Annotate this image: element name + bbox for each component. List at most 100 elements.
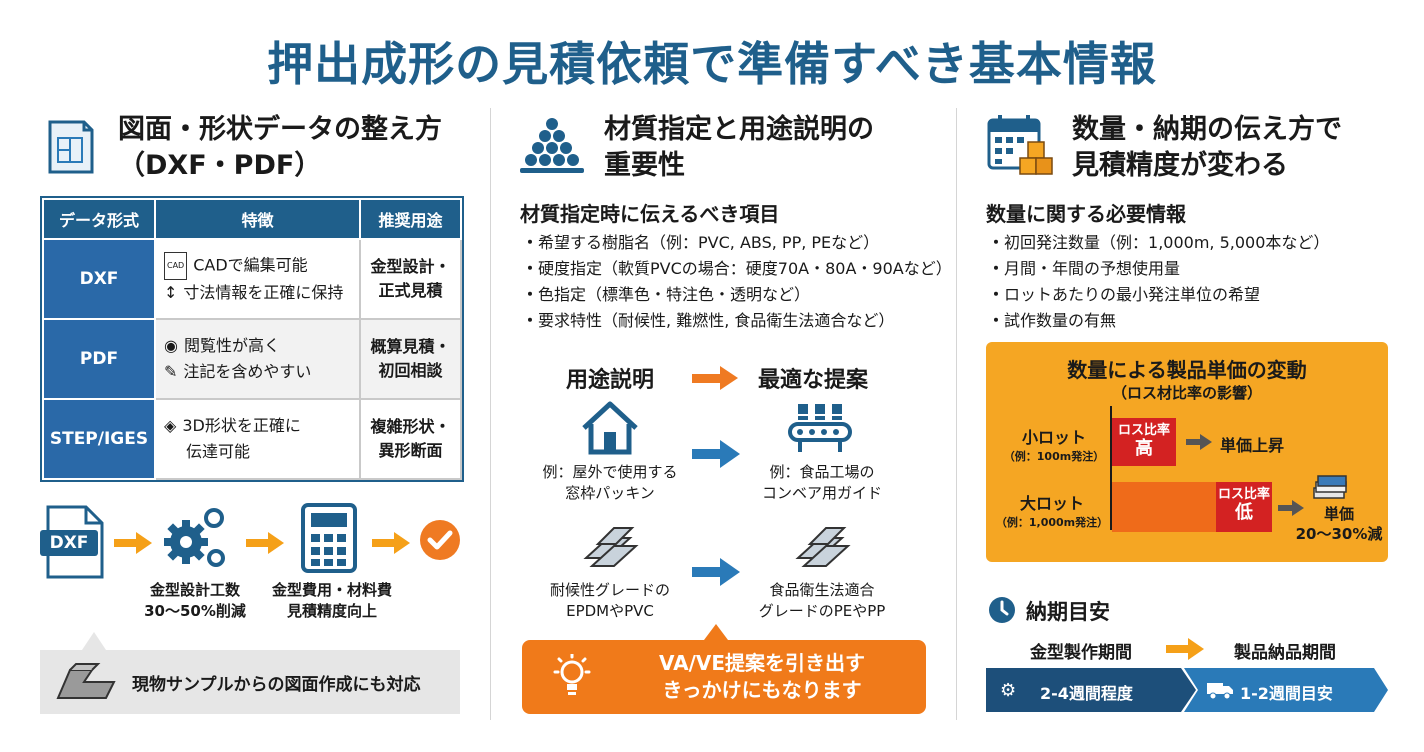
section-heading-quantity: 数量・納期の伝え方で 見積精度が変わる [1072, 112, 1402, 184]
use-text: 概算見積・ [370, 337, 451, 356]
table-header: データ形式 [42, 198, 156, 240]
delivery-period-value: 1-2週間目安 [1240, 684, 1333, 703]
vave-banner: VA/VE提案を引き出す きっかけにもなります [522, 640, 926, 714]
proposal-example: 食品衛生法適合 グレードのPEやPP [742, 580, 902, 622]
gears-icon [160, 504, 228, 572]
box-subtitle: （ロス材比率の影響） [1111, 384, 1262, 402]
feature-text: 伝達可能 [186, 442, 251, 461]
page-title: 押出成形の見積依頼で準備すべき基本情報 [267, 37, 1157, 91]
list-item: 初回発注数量（例：1,000m, 5,000本など） [988, 230, 1408, 256]
use-text: 複雑形状・ [370, 417, 451, 436]
lead-time-heading: 納期目安 [1026, 600, 1110, 624]
truck-icon [1206, 680, 1234, 700]
callout-pointer [704, 624, 728, 640]
result-text: 単価 [1323, 505, 1354, 523]
result-text: 20〜30%減 [1295, 525, 1383, 543]
large-lot-result: 単価 20〜30%減 [1294, 504, 1384, 544]
box-title: 数量による製品単価の変動 [1067, 358, 1307, 382]
heading-line: 数量・納期の伝え方で [1072, 114, 1342, 145]
format-use: 複雑形状・ 異形断面 [359, 398, 462, 480]
caption-line: 耐候性グレードの [549, 581, 670, 599]
note-edit-icon: ✎ [164, 362, 178, 381]
calendar-boxes-icon [986, 112, 1056, 180]
proposal-heading: 最適な提案 [758, 368, 869, 393]
column-divider [490, 108, 491, 720]
arrow-icon [246, 532, 284, 554]
footer-note: 現物サンプルからの図面作成にも対応 [132, 675, 421, 695]
list-item: 月間・年間の予想使用量 [988, 256, 1408, 282]
arrow-icon [372, 532, 410, 554]
arrow-icon [1278, 500, 1306, 516]
profile-bars-icon [578, 518, 642, 574]
result-text: 単価上昇 [1220, 436, 1285, 455]
heading-line: 重要性 [604, 150, 685, 181]
lot-example: （例：100m発注） [1003, 450, 1105, 463]
price-variation-box: 数量による製品単価の変動 （ロス材比率の影響） 小ロット （例：100m発注） … [986, 342, 1388, 562]
bar-label: ロス比率 [1217, 487, 1270, 502]
calculator-icon [300, 502, 358, 574]
cube-icon: ◈ [164, 416, 177, 435]
list-item: 希望する樹脂名（例：PVC, ABS, PP, PEなど） [522, 230, 952, 256]
caption-line: グレードのPEやPP [758, 602, 886, 620]
delivery-period-label: 製品納品期間 [1234, 643, 1336, 663]
bar-value: 高 [1135, 438, 1153, 459]
list-item: 要求特性（耐候性, 難燃性, 食品衛生法適合など） [522, 308, 952, 334]
format-use: 概算見積・ 初回相談 [359, 318, 462, 400]
profile-bars-icon [790, 518, 854, 574]
mold-period-chevron: ⚙ 2-4週間程度 [986, 668, 1196, 712]
feature-text: CADで編集可能 [193, 255, 308, 275]
caption-line: 例：食品工場の [769, 463, 875, 481]
check-circle-icon [418, 518, 462, 562]
table-row: STEP/IGES ◈3D形状を正確に 伝達可能 複雑形状・ 異形断面 [42, 398, 462, 480]
section-heading-material: 材質指定と用途説明の 重要性 [604, 112, 944, 184]
lot-example: （例：1,000m発注） [995, 516, 1109, 529]
usage-heading: 用途説明 [566, 368, 655, 393]
usage-example: 例：屋外で使用する 窓枠パッキン [530, 462, 690, 504]
use-text: 初回相談 [378, 361, 443, 380]
small-lot-label: 小ロット （例：100m発注） [1000, 424, 1108, 464]
caption-line: コンベア用ガイド [761, 484, 882, 502]
arrow-icon [1186, 434, 1214, 450]
arrow-icon [692, 440, 740, 468]
caption-line: 30〜50%削減 [144, 602, 246, 620]
use-text: 金型設計・ [370, 257, 451, 276]
list-item: 色指定（標準色・特注色・透明など） [522, 282, 952, 308]
list-item: 硬度指定（軟質PVCの場合：硬度70A・80A・90Aなど） [522, 256, 952, 282]
mold-period-label: 金型製作期間 [1030, 643, 1132, 663]
list-item: 試作数量の有無 [988, 308, 1408, 334]
table-row: PDF ◉閲覧性が高く ✎注記を含めやすい 概算見積・ 初回相談 [42, 318, 462, 400]
blueprint-icon [44, 116, 96, 178]
format-feature: ◉閲覧性が高く ✎注記を含めやすい [154, 318, 361, 400]
proposal-example: 例：食品工場の コンベア用ガイド [742, 462, 902, 504]
banner-line: きっかけにもなります [662, 678, 862, 702]
dxf-file-icon: DXF [40, 504, 106, 580]
lot-name: 小ロット [1021, 428, 1086, 447]
cad-icon: CAD [164, 252, 188, 280]
caption-line: 見積精度向上 [286, 602, 377, 620]
caption-line: 窓枠パッキン [565, 484, 655, 502]
caption-line: 金型費用・材料費 [271, 581, 392, 599]
caption-line: EPDMやPVC [566, 602, 654, 620]
clock-icon [988, 596, 1016, 624]
heading-line: 図面・形状データの整え方 [118, 114, 442, 145]
dimension-icon: ↕ [164, 283, 178, 302]
heading-line: 見積精度が変わる [1072, 150, 1288, 181]
large-lot-loss: ロス比率 低 [1216, 482, 1272, 532]
profile-sample-icon [54, 660, 118, 704]
arrow-icon [692, 366, 740, 390]
axis-line [1110, 406, 1112, 530]
usage-example: 耐候性グレードの EPDMやPVC [530, 580, 690, 622]
heading-line: （DXF・PDF） [118, 150, 322, 181]
banner-line: VA/VE提案を引き出す [658, 651, 866, 675]
callout-pointer [82, 632, 106, 650]
feature-text: 注記を含めやすい [183, 362, 312, 381]
small-lot-bar: ロス比率 高 [1112, 418, 1176, 466]
arrow-icon [1166, 638, 1206, 660]
table-header: 特徴 [154, 198, 361, 240]
file-label: DXF [49, 533, 89, 553]
caption-line: 金型設計工数 [149, 581, 240, 599]
heading-line: 材質指定と用途説明の [604, 114, 874, 145]
